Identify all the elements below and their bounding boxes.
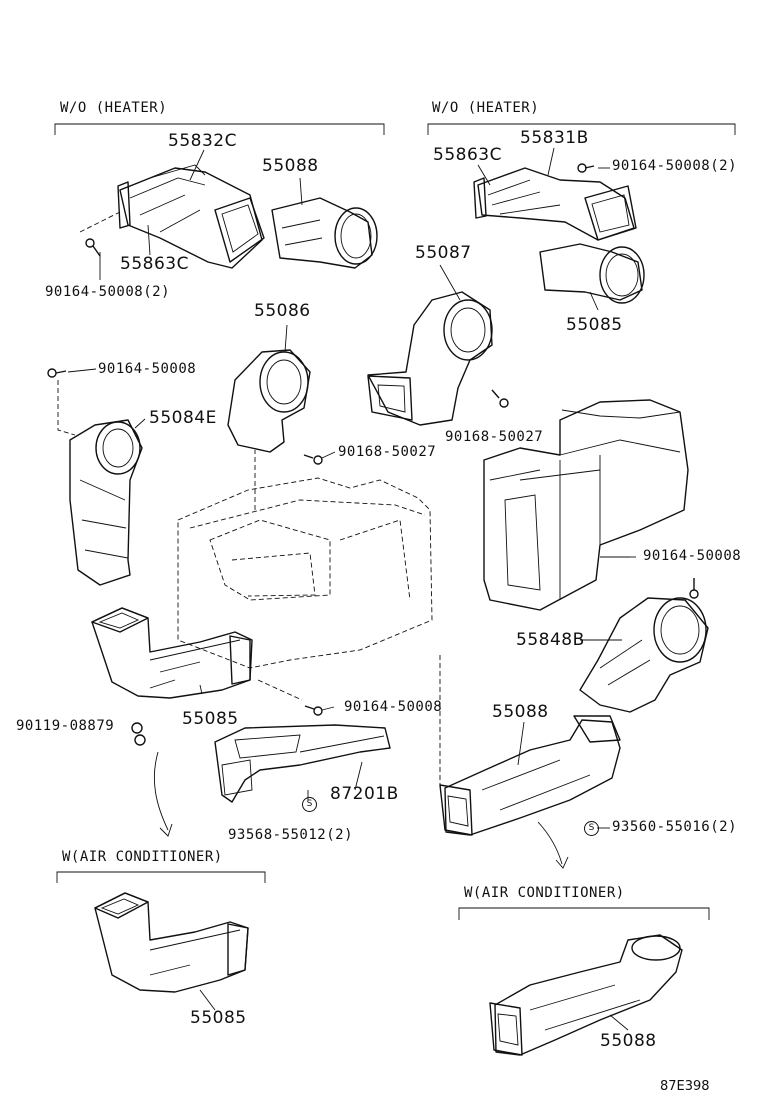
part-label-55085-top: 55085 [566,315,623,335]
part-label-55085-mid: 55085 [182,709,239,729]
part-label-93568: 93568-55012(2) [228,827,354,843]
duct-55088-bottom [489,934,683,1056]
section-label-wo-heater-right: W/O (HEATER) [432,100,540,116]
section-label-wo-heater-left: W/O (HEATER) [60,100,168,116]
section-label-w-ac-left: W(AIR CONDITIONER) [62,849,223,865]
screw-90119 [131,722,146,746]
figure-reference: 87E398 [660,1079,710,1094]
bracket-w-ac-left [56,871,266,883]
part-label-55088-top: 55088 [262,156,319,176]
s-symbol-left: S [302,797,317,812]
part-label-90164-bottom: 90164-50008 [344,699,443,715]
part-label-55084E: 55084E [149,408,217,428]
duct-55832C [117,164,265,269]
part-label-90168-mid: 90168-50027 [338,444,437,460]
duct-55085-mid [91,607,253,699]
bracket-wo-heater-right [427,123,736,135]
screw-right-mid [689,578,699,599]
heater-unit-outline [177,450,433,669]
part-label-55085-bottom: 55085 [190,1008,247,1028]
part-label-90164-left-top: 90164-50008(2) [45,284,171,300]
s-symbol-right: S [584,821,599,836]
part-label-93560: 93560-55016(2) [612,819,738,835]
part-label-55832C: 55832C [168,131,237,151]
section-label-w-ac-right: W(AIR CONDITIONER) [464,885,625,901]
part-label-55087: 55087 [415,243,472,263]
part-87201B [214,724,391,803]
duct-55088-top [271,197,378,269]
part-label-90119: 90119-08879 [16,718,115,734]
part-label-90164-right-mid: 90164-50008 [643,548,742,564]
part-label-55831B: 55831B [520,128,589,148]
part-label-55863C-right: 55863C [433,145,502,165]
arrow-right-down [537,821,569,869]
bracket-wo-heater-left [54,123,385,135]
screw-bottom-mid [304,705,323,716]
duct-55087 [367,291,493,426]
part-label-90164-mid-left: 90164-50008 [98,361,197,377]
part-label-55848B: 55848B [516,630,585,650]
leader-lines [67,147,636,1031]
screw-55084E-top [47,368,67,378]
part-label-90164-right-top: 90164-50008(2) [612,158,738,174]
screw-right-top [577,163,595,173]
duct-55085-bottom [94,892,249,993]
duct-55848B [579,597,709,713]
screw-55086 [303,454,323,465]
heater-box-right [483,399,689,611]
part-label-55088-mid: 55088 [492,702,549,722]
part-label-87201B: 87201B [330,784,399,804]
duct-55831B [473,167,637,241]
arrow-left-down [153,751,173,837]
screw-55087 [491,389,509,408]
part-label-55086: 55086 [254,301,311,321]
duct-55088-mid [439,715,621,836]
part-label-55088-bottom: 55088 [600,1031,657,1051]
part-label-55863C-left: 55863C [120,254,189,274]
part-label-90168-right: 90168-50027 [445,429,544,445]
bracket-w-ac-right [458,907,710,920]
duct-55085-top [539,243,645,304]
screw-left-top [85,238,101,257]
duct-55084E [69,419,143,586]
duct-55086 [227,349,311,453]
